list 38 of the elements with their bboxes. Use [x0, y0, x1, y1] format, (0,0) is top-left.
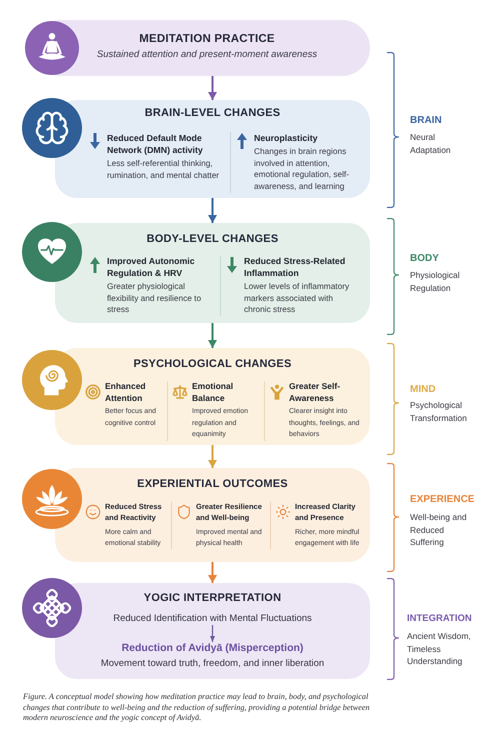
outcome-text: Reduced Identification with Mental Fluctuations — [113, 613, 312, 625]
category-description: Physiological Regulation — [410, 269, 461, 294]
category-description: Ancient Wisdom, Timeless Understanding — [407, 630, 472, 668]
category-description: Psychological Transformation — [410, 399, 468, 424]
stage-heading: MEDITATION PRACTICE — [139, 32, 275, 47]
item-title: Enhanced Attention — [105, 381, 147, 404]
arrow — [208, 76, 217, 100]
item-title: Greater Self-Awareness — [289, 381, 342, 404]
item-description: Lower levels of inflammatory markers associated with chronic stress — [244, 281, 350, 316]
arrow — [208, 562, 217, 583]
result-heading: Reduction of Avidyā (Misperception) — [122, 642, 304, 655]
item-title: Improved Autonomic Regulation & HRV — [107, 256, 196, 279]
category-title: BRAIN — [410, 114, 442, 127]
item-title: Emotional Balance — [192, 381, 234, 404]
figure-caption: Figure. A conceptual model showing how meditation practice may lead to brain, body, and psychological changes that contribute to well-being and the reduction of suffering, providing a potential bridge between modern neuroscience and the yogic concept of Avidyā. — [23, 692, 371, 724]
stage-subtitle: Sustained attention and present-moment awareness — [96, 49, 318, 61]
arrow — [208, 323, 217, 348]
category-description: Well-being and Reduced Suffering — [410, 511, 468, 548]
arrow — [208, 445, 217, 468]
category-description: Neural Adaptation — [410, 131, 452, 156]
category-title: MIND — [410, 383, 436, 396]
result-text: Movement toward truth, freedom, and inner liberation — [100, 658, 324, 670]
stage-heading: BODY-LEVEL CHANGES — [146, 232, 280, 246]
stage-heading: BRAIN-LEVEL CHANGES — [144, 106, 282, 120]
item-title: Reduced Default Mode Network (DMN) activity — [107, 132, 204, 156]
item-title: Neuroplasticity — [254, 132, 319, 144]
category-title: INTEGRATION — [407, 612, 472, 625]
item-description: Less self-referential thinking, rumination, and mental chatter — [107, 158, 220, 182]
item-title: Reduced Stress-Related Inflammation — [244, 256, 346, 279]
category-title: BODY — [410, 252, 439, 265]
item-description: Greater physiological flexibility and resilience to stress — [107, 281, 202, 316]
stage-heading: PSYCHOLOGICAL CHANGES — [132, 357, 292, 371]
stage-heading: YOGIC INTERPRETATION — [144, 591, 282, 605]
stage-heading: EXPERIENTIAL OUTCOMES — [136, 477, 289, 491]
item-description: Changes in brain regions involved in attention, emotional regulation, self-awareness, and learning — [254, 146, 350, 193]
category-title: EXPERIENCE — [410, 493, 474, 506]
arrow — [208, 198, 217, 223]
arrow — [210, 625, 215, 642]
